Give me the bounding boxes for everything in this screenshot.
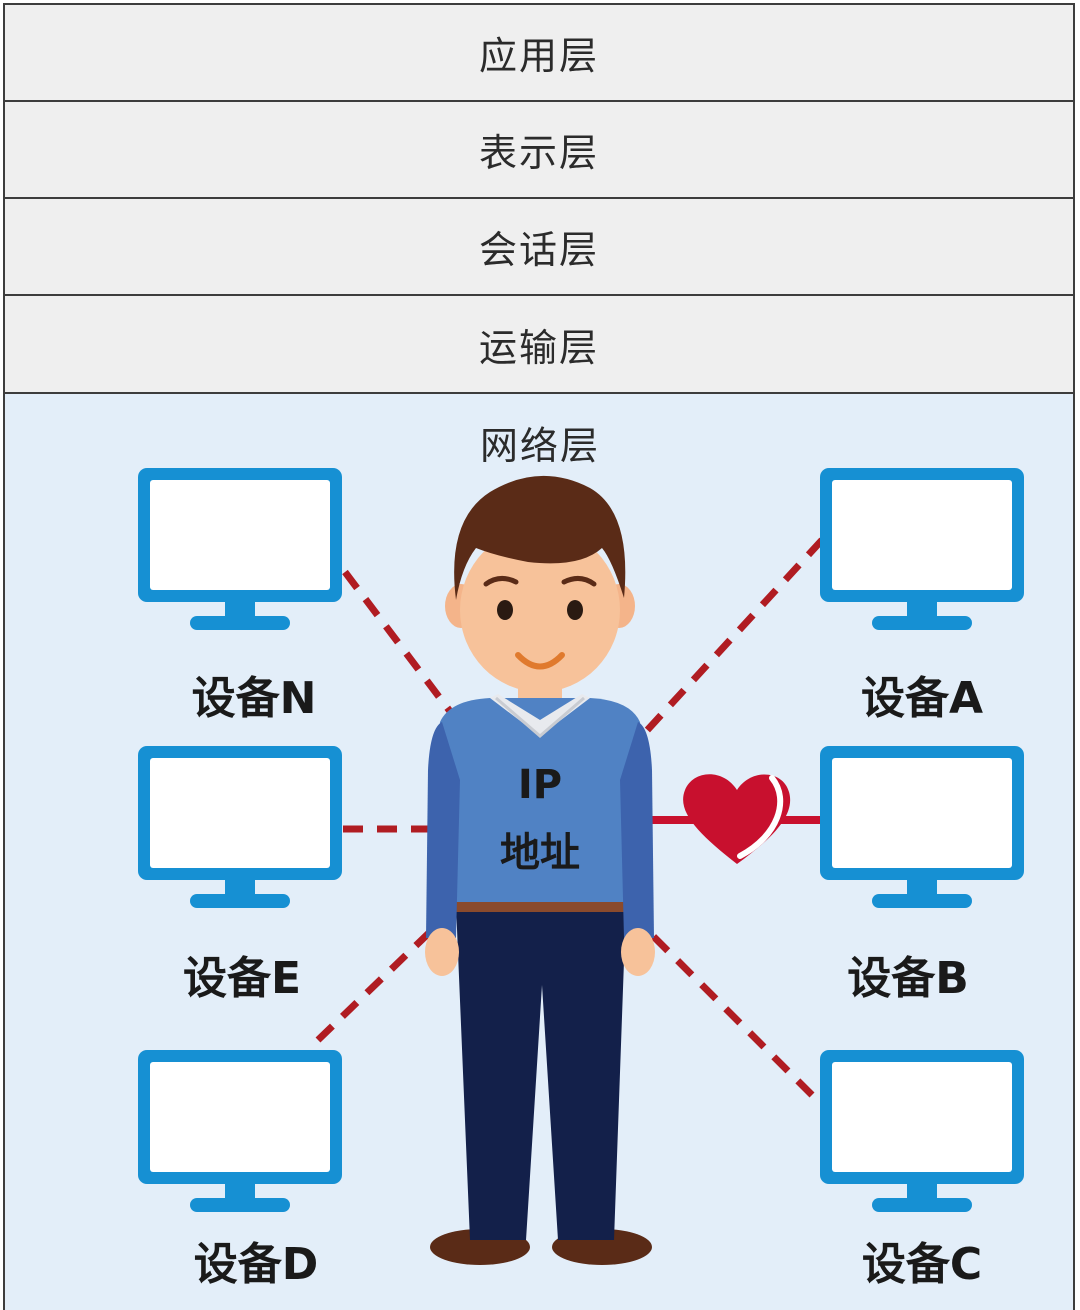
monitor-icon-b <box>820 746 1024 908</box>
heart-icon <box>683 774 791 864</box>
layer-transport: 运输层 <box>3 294 1075 394</box>
monitor-icon-n <box>138 468 342 630</box>
device-e-label: 设备E <box>182 953 302 1004</box>
monitor-icon-a <box>820 468 1024 630</box>
hair <box>454 475 626 600</box>
link-device-d <box>315 927 435 1043</box>
layer-network-title: 网络层 <box>479 424 600 468</box>
left-arm <box>426 722 460 938</box>
device-d-label: 设备D <box>193 1239 319 1290</box>
link-device-n <box>342 569 458 721</box>
face <box>460 528 620 692</box>
device-a-label: 设备A <box>860 673 984 724</box>
link-device-a <box>637 537 825 741</box>
monitor-icon-d <box>138 1050 342 1212</box>
ip-address-label-line1: IP <box>517 762 563 808</box>
sweater <box>428 698 652 902</box>
person-figure <box>425 475 655 1265</box>
pants <box>456 905 626 1240</box>
layer-application: 应用层 <box>3 3 1075 102</box>
device-b-label: 设备B <box>847 953 969 1004</box>
device-n-label: 设备N <box>191 673 317 724</box>
links <box>315 537 825 1098</box>
ip-address-label-line2: 地址 <box>500 830 580 876</box>
right-arm <box>620 722 654 938</box>
layer-session: 会话层 <box>3 197 1075 296</box>
device-c-label: 设备C <box>861 1239 983 1290</box>
link-device-c <box>649 932 815 1098</box>
monitor-icon-e <box>138 746 342 908</box>
monitor-icon-c <box>820 1050 1024 1212</box>
